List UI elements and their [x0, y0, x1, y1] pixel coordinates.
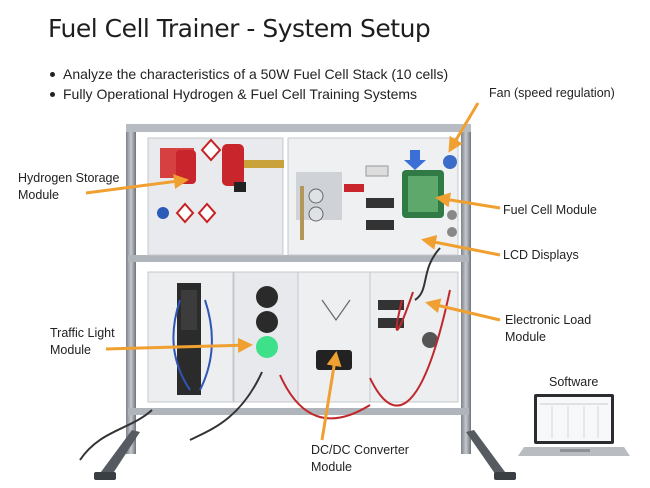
- hydrogen-label-line1: Hydrogen Storage: [18, 171, 120, 185]
- load-label-line1: Electronic Load: [505, 313, 592, 327]
- feature-item: Analyze the characteristics of a 50W Fue…: [48, 64, 448, 84]
- traffic-callout-arrow: [105, 337, 253, 353]
- dcdc-label-line1: DC/DC Converter: [311, 443, 409, 457]
- fuel-cell-callout-arrow: [435, 192, 501, 210]
- fan-callout-arrow: [448, 102, 480, 153]
- fan-label: Fan (speed regulation): [489, 86, 615, 100]
- fuel-cell-panel: [287, 137, 459, 256]
- lcd-label: LCD Displays: [503, 248, 579, 262]
- hydrogen-storage-panel: [147, 137, 284, 256]
- page-title: Fuel Cell Trainer - System Setup: [48, 14, 431, 43]
- load-label-line2: Module: [505, 330, 546, 344]
- frame: [94, 124, 516, 480]
- software-label: Software: [549, 375, 599, 389]
- hydrogen-callout-arrow: [85, 174, 189, 195]
- traffic-label-line1: Traffic Light: [50, 326, 115, 340]
- lower-panels: [147, 271, 459, 403]
- load-callout-arrow: [425, 298, 501, 322]
- traffic-label-line2: Module: [50, 343, 91, 357]
- laptop-icon: [518, 394, 630, 456]
- dcdc-callout-arrow: [320, 351, 342, 441]
- dcdc-label-line2: Module: [311, 460, 352, 474]
- hydrogen-label-line2: Module: [18, 188, 59, 202]
- lcd-callout-arrow: [421, 234, 501, 257]
- fuel-cell-label: Fuel Cell Module: [503, 203, 597, 217]
- feature-item: Fully Operational Hydrogen & Fuel Cell T…: [48, 84, 448, 104]
- callout-arrows: [85, 102, 501, 441]
- feature-list: Analyze the characteristics of a 50W Fue…: [48, 64, 448, 104]
